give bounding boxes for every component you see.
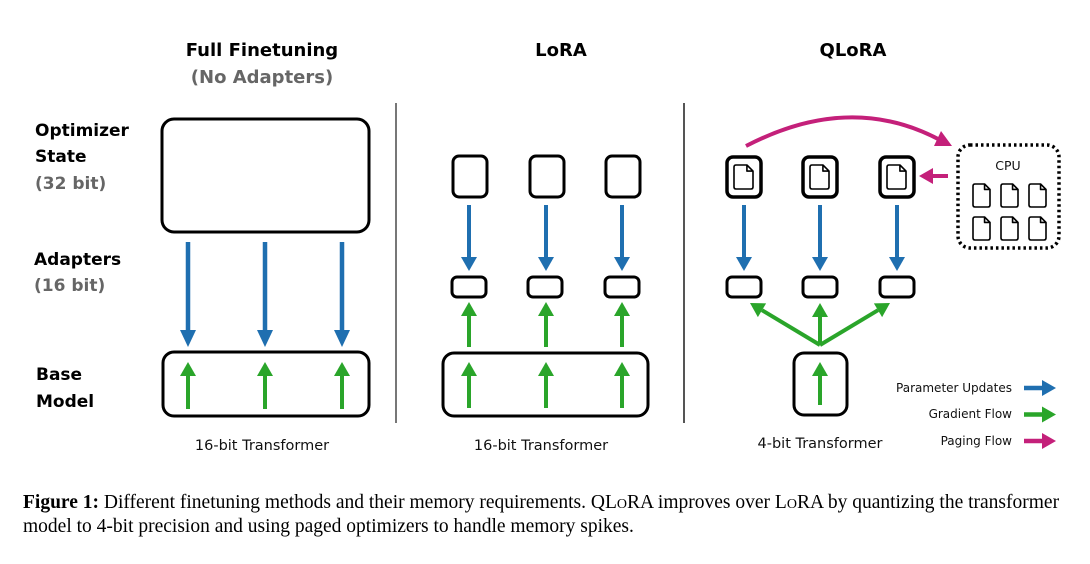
row-label-adapters-bits: (16 bit) [34, 276, 105, 296]
legend-label-gradient-flow: Gradient Flow [929, 407, 1013, 421]
row-label-adapters: Adapters [34, 250, 121, 270]
row-label-base-line2: Model [36, 392, 94, 412]
row-label-optimizer-line1: Optimizer [35, 121, 130, 141]
adapter-box [450, 275, 488, 299]
finetuning-diagram: Full Finetuning (No Adapters) LoRA QLoRA… [34, 40, 1061, 454]
base-model-box [161, 350, 371, 418]
full-finetuning-arrows [180, 242, 350, 409]
legend-label-paging-flow: Paging Flow [941, 434, 1013, 448]
qlora-adapters [725, 275, 916, 299]
parameter-update-arrow [736, 205, 752, 271]
caption-text: Different finetuning methods and their m… [99, 492, 591, 513]
adapter-box [878, 275, 916, 299]
gradient-flow-arrow [812, 362, 828, 405]
gradient-flow-arrow [538, 362, 554, 408]
row-label-base-line1: Base [36, 365, 82, 385]
adapter-box [526, 275, 564, 299]
column-title-full-finetuning: Full Finetuning [186, 40, 338, 61]
legend: Parameter Updates Gradient Flow Paging F… [896, 380, 1056, 449]
parameter-update-arrow [257, 242, 273, 347]
paging-arrows [745, 115, 952, 184]
legend-arrow [1024, 433, 1056, 449]
document-icon [1000, 183, 1019, 208]
caption-qlora-part: RA [627, 492, 654, 513]
lora-arrows [461, 205, 630, 408]
parameter-update-arrow [538, 205, 554, 271]
lora-optimizer-states [451, 154, 642, 199]
gradient-flow-arrow [812, 303, 828, 345]
caption-lora-part: L [774, 492, 787, 513]
adapter-box [725, 275, 763, 299]
paged-optimizer-state-box [801, 155, 839, 199]
caption-lora-part: o [786, 492, 797, 513]
document-icon [972, 183, 991, 208]
legend-arrows [1024, 380, 1056, 449]
column-title-lora: LoRA [535, 40, 587, 61]
gradient-flow-arrow [461, 362, 477, 408]
cpu-label: CPU [995, 158, 1020, 173]
caption-text: by quantizing the transformer model to 4… [23, 492, 1060, 537]
caption-lora: LoRA [775, 492, 823, 513]
optimizer-state-box [160, 117, 371, 234]
gradient-flow-arrow [614, 362, 630, 408]
paging-flow-arrow [745, 115, 952, 148]
base-model-box [441, 351, 650, 418]
caption-label: Figure 1: [23, 492, 100, 513]
adapter-box [801, 275, 839, 299]
paged-optimizer-state-box [878, 155, 916, 199]
parameter-update-arrow [180, 242, 196, 347]
caption-qlora-part: QL [590, 492, 617, 513]
qlora-paged-optimizer-states [725, 155, 916, 199]
column-title-qlora: QLoRA [820, 40, 887, 61]
gradient-flow-arrow [614, 302, 630, 347]
gradient-flow-arrow [750, 303, 822, 347]
legend-arrow [1024, 380, 1056, 396]
document-icon [1000, 216, 1019, 241]
column-caption-full-finetuning: 16-bit Transformer [195, 438, 329, 454]
document-icon [886, 164, 907, 190]
gradient-flow-arrow [334, 362, 350, 409]
document-icon [809, 164, 830, 190]
caption-text: improves over [653, 492, 775, 513]
legend-arrow [1024, 406, 1056, 423]
qlora-arrows [736, 205, 905, 405]
document-icon [733, 164, 754, 190]
document-icon [1028, 216, 1047, 241]
base-model-box [792, 351, 849, 417]
figure-caption: Figure 1: Different finetuning methods a… [23, 491, 1083, 539]
column-caption-qlora: 4-bit Transformer [758, 436, 883, 452]
optimizer-state-box [451, 154, 489, 199]
column-caption-lora: 16-bit Transformer [474, 438, 608, 454]
row-label-optimizer-bits: (32 bit) [35, 174, 106, 194]
gradient-flow-arrow [538, 302, 554, 347]
adapter-box [603, 275, 641, 299]
gradient-flow-arrow [818, 303, 890, 347]
parameter-update-arrow [334, 242, 350, 347]
paged-optimizer-state-box [725, 155, 763, 199]
optimizer-state-box [604, 154, 642, 199]
cpu-pages [972, 183, 1047, 241]
caption-qlora-part: o [616, 492, 628, 513]
cpu-box [956, 143, 1061, 250]
parameter-update-arrow [461, 205, 477, 271]
parameter-update-arrow [889, 205, 905, 271]
gradient-flow-arrow [180, 362, 196, 409]
caption-lora-part: RA [796, 492, 823, 513]
parameter-update-arrow [812, 205, 828, 271]
paging-flow-arrow [919, 168, 948, 184]
lora-adapters [450, 275, 641, 299]
document-icon [972, 216, 991, 241]
parameter-update-arrow [614, 205, 630, 271]
caption-qlora: QLoRA [591, 492, 653, 513]
document-icon [1028, 183, 1047, 208]
optimizer-state-box [528, 154, 566, 199]
row-label-optimizer-line2: State [35, 147, 87, 167]
legend-label-parameter-updates: Parameter Updates [896, 381, 1012, 395]
column-subtitle-full-finetuning: (No Adapters) [191, 67, 333, 88]
gradient-flow-arrow [257, 362, 273, 409]
gradient-flow-arrow [461, 302, 477, 347]
